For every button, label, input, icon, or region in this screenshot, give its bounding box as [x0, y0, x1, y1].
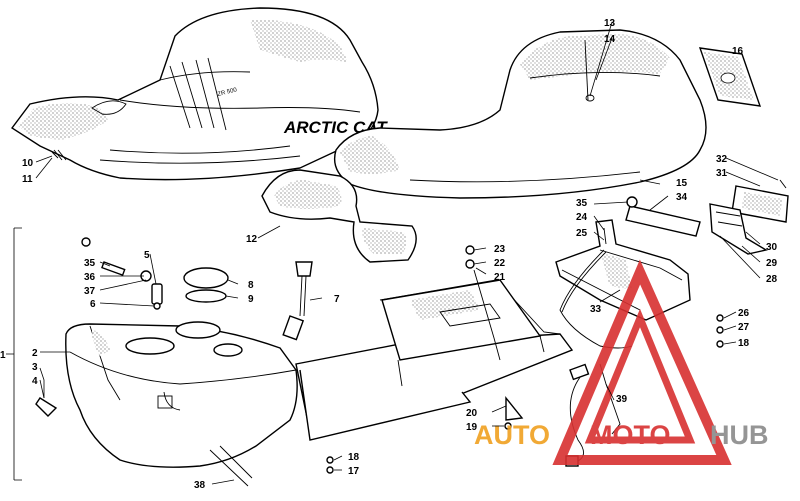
callout-13: 13	[604, 18, 616, 29]
callout-15: 15	[676, 178, 688, 189]
callout-6: 6	[90, 299, 96, 310]
watermark-text-hub: HUB	[710, 420, 769, 450]
callout-36: 36	[84, 272, 96, 283]
callout-3: 3	[32, 362, 38, 373]
callout-35-right: 35	[576, 198, 588, 209]
seat-arctic-cat: ARCTIC CAT ZR 500	[10, 7, 388, 181]
callout-14: 14	[604, 34, 616, 45]
callout-20: 20	[466, 408, 478, 419]
callout-18-lower: 18	[348, 452, 360, 463]
callout-23: 23	[494, 244, 506, 255]
leader-lines	[6, 21, 779, 485]
tail-light-assembly	[709, 179, 789, 255]
fuel-tank	[65, 321, 298, 487]
callout-17: 17	[348, 466, 360, 477]
watermark-triangle-inner	[584, 308, 696, 444]
callout-8: 8	[248, 280, 254, 291]
callout-30: 30	[766, 242, 778, 253]
callout-39: 39	[616, 394, 628, 405]
callout-29: 29	[766, 258, 778, 269]
hardware	[35, 151, 724, 474]
callout-12: 12	[246, 234, 258, 245]
callout-26: 26	[738, 308, 750, 319]
watermark-text-auto: AUTO	[474, 420, 550, 450]
rear-rack	[555, 219, 691, 321]
callout-4: 4	[32, 376, 38, 387]
seat-rear	[333, 29, 707, 199]
callout-2: 2	[32, 348, 38, 359]
callout-19: 19	[466, 422, 478, 433]
callout-35-left: 35	[84, 258, 96, 269]
callout-25: 25	[576, 228, 588, 239]
callout-5: 5	[144, 250, 150, 261]
callout-1: 1	[0, 350, 6, 361]
watermark-text-moto: MOTO	[590, 420, 671, 450]
callout-28: 28	[766, 274, 778, 285]
part-pad	[698, 47, 762, 107]
callout-9: 9	[248, 294, 254, 305]
callout-27: 27	[738, 322, 750, 333]
callout-37: 37	[84, 286, 96, 297]
watermark-logo: AUTO MOTO HUB	[474, 259, 769, 465]
callout-21: 21	[494, 272, 506, 283]
callout-18-right: 18	[738, 338, 750, 349]
callout-16: 16	[732, 46, 744, 57]
chassis-pan	[295, 279, 574, 441]
callout-22: 22	[494, 258, 506, 269]
callout-11: 11	[22, 174, 33, 185]
callout-31: 31	[716, 168, 728, 179]
callout-33: 33	[590, 304, 602, 315]
watermark-triangle-outer	[552, 259, 732, 465]
callout-32: 32	[716, 154, 728, 165]
part-bar	[625, 205, 701, 237]
seat-model-label: ZR 500	[217, 87, 238, 98]
callout-labels: 1 2 3 4 5 6 7 8 9 10 11 12 13 14 15 16 1…	[0, 18, 778, 491]
callout-38: 38	[194, 480, 206, 491]
part-cover	[261, 169, 417, 263]
callout-10: 10	[22, 158, 34, 169]
callout-24: 24	[576, 212, 588, 223]
callout-7: 7	[334, 294, 340, 305]
callout-34: 34	[676, 192, 688, 203]
